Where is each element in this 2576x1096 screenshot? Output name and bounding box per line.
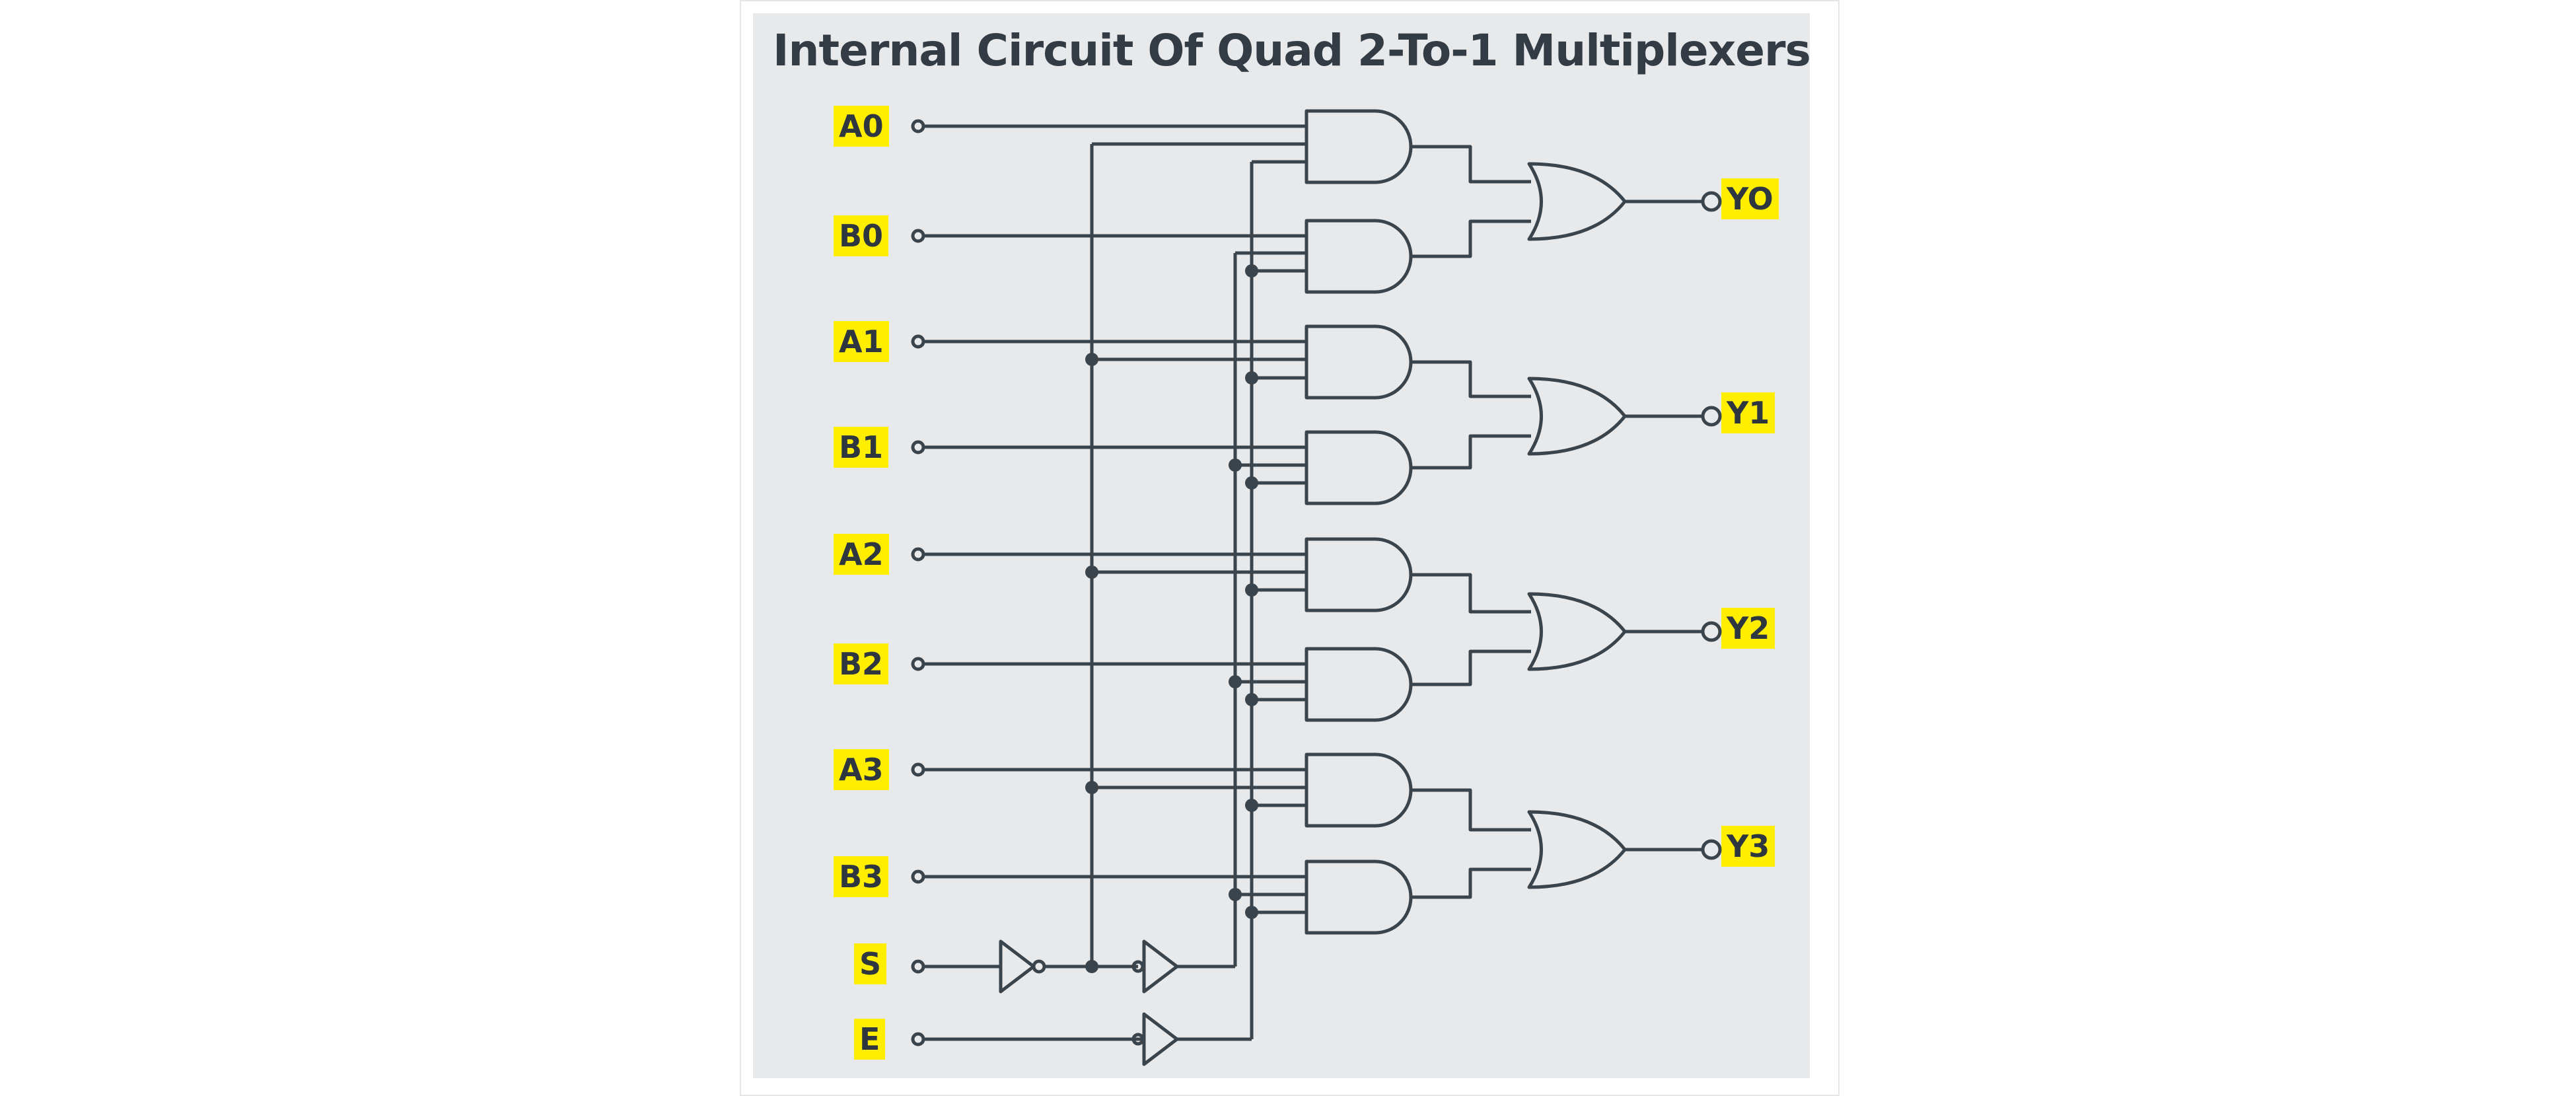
- input-label-a0: A0: [834, 106, 889, 147]
- input-label-s: S: [854, 943, 887, 984]
- and-gate-b3: [1305, 859, 1413, 935]
- enable-logic: [1131, 160, 1306, 1066]
- and-to-or-wires: [1411, 145, 1531, 899]
- input-label-b1: B1: [834, 427, 889, 468]
- and-gate-b1: [1305, 430, 1413, 505]
- output-label-y1: Y1: [1721, 392, 1775, 433]
- select-logic: [999, 142, 1306, 994]
- or-gate-y1: [1527, 377, 1627, 456]
- or-gate-y0: [1527, 162, 1627, 241]
- and-gate-a0: [1305, 109, 1413, 184]
- input-label-e: E: [854, 1019, 886, 1060]
- output-label-y2: Y2: [1721, 608, 1775, 649]
- or-gates: [1527, 162, 1627, 889]
- output-label-y0: YO: [1721, 178, 1779, 219]
- input-label-b3: B3: [834, 856, 889, 897]
- output-wires: [1625, 191, 1722, 860]
- input-label-a1: A1: [834, 321, 889, 362]
- input-label-b2: B2: [834, 643, 889, 684]
- input-label-a3: A3: [834, 749, 889, 790]
- input-wires: [911, 119, 1306, 1046]
- diagram-title: Internal Circuit Of Quad 2-To-1 Multiple…: [773, 25, 1811, 76]
- junction-dots: [1085, 264, 1258, 973]
- diagram-panel: [753, 13, 1810, 1078]
- and-gate-b0: [1305, 219, 1413, 294]
- and-gate-a2: [1305, 537, 1413, 612]
- and-gate-a1: [1305, 324, 1413, 400]
- and-gates: [1305, 109, 1413, 935]
- output-label-y3: Y3: [1721, 826, 1775, 867]
- input-label-a2: A2: [834, 534, 889, 575]
- and-gate-b2: [1305, 647, 1413, 722]
- input-label-b0: B0: [834, 215, 889, 256]
- or-gate-y3: [1527, 810, 1627, 889]
- and-gate-a3: [1305, 752, 1413, 828]
- or-gate-y2: [1527, 592, 1627, 671]
